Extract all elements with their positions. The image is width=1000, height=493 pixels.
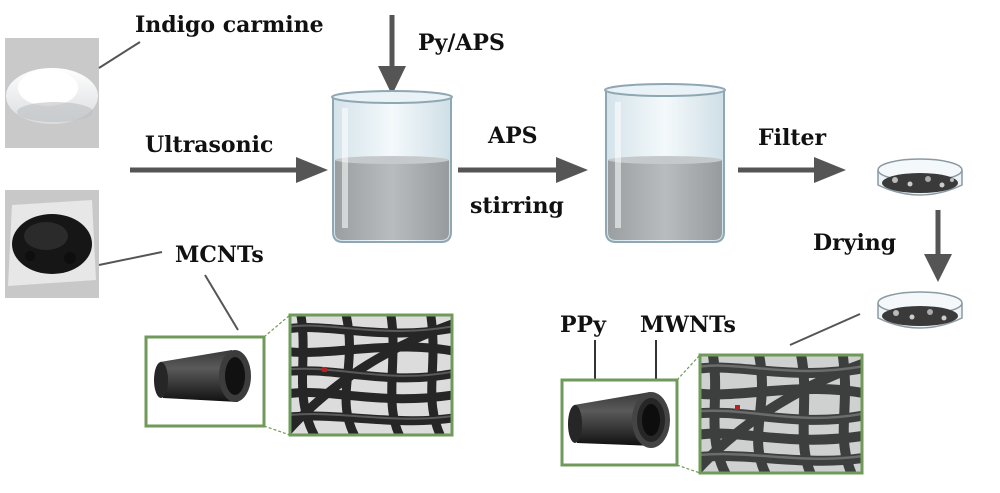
nanotube-network-2 [698, 353, 864, 475]
mcnt-detail-leader [204, 274, 239, 331]
nanotube-inset [144, 335, 266, 428]
coated-nanotube-inset [560, 378, 679, 467]
py-aps-arrow [378, 15, 406, 95]
indigo-powder-photo [5, 38, 99, 148]
ultrasonic-arrow [130, 157, 328, 183]
aps-label: APS [487, 123, 538, 149]
filter-label: Filter [758, 125, 826, 151]
petri-dish-2 [877, 291, 963, 329]
nanotube-network-1 [288, 313, 454, 437]
mcnts-label: MCNTs [175, 242, 264, 268]
drying-arrow [924, 210, 952, 282]
mcnt-powder-photo [5, 190, 99, 298]
zoom-line-bottom-2 [676, 464, 701, 474]
zoom-line-bottom-1 [263, 425, 291, 436]
ultrasonic-label: Ultrasonic [145, 132, 273, 158]
beaker-1 [331, 90, 453, 243]
indigo-leader-line [98, 41, 141, 69]
py-aps-label: Py/APS [418, 30, 505, 56]
mcnt-leader-line [98, 251, 163, 266]
stirring-label: stirring [470, 193, 564, 219]
dish-leader-line [789, 313, 861, 346]
ppy-label: PPy [560, 312, 607, 338]
mwnts-label: MWNTs [640, 312, 736, 338]
zoom-line-top-1 [263, 314, 291, 338]
aps-stirring-arrow [458, 157, 588, 183]
beaker-2 [604, 83, 726, 243]
petri-dish-1 [877, 158, 963, 196]
filter-arrow [738, 157, 846, 183]
drying-label: Drying [813, 230, 896, 256]
zoom-line-top-2 [676, 354, 701, 381]
indigo-carmine-label: Indigo carmine [135, 12, 324, 38]
